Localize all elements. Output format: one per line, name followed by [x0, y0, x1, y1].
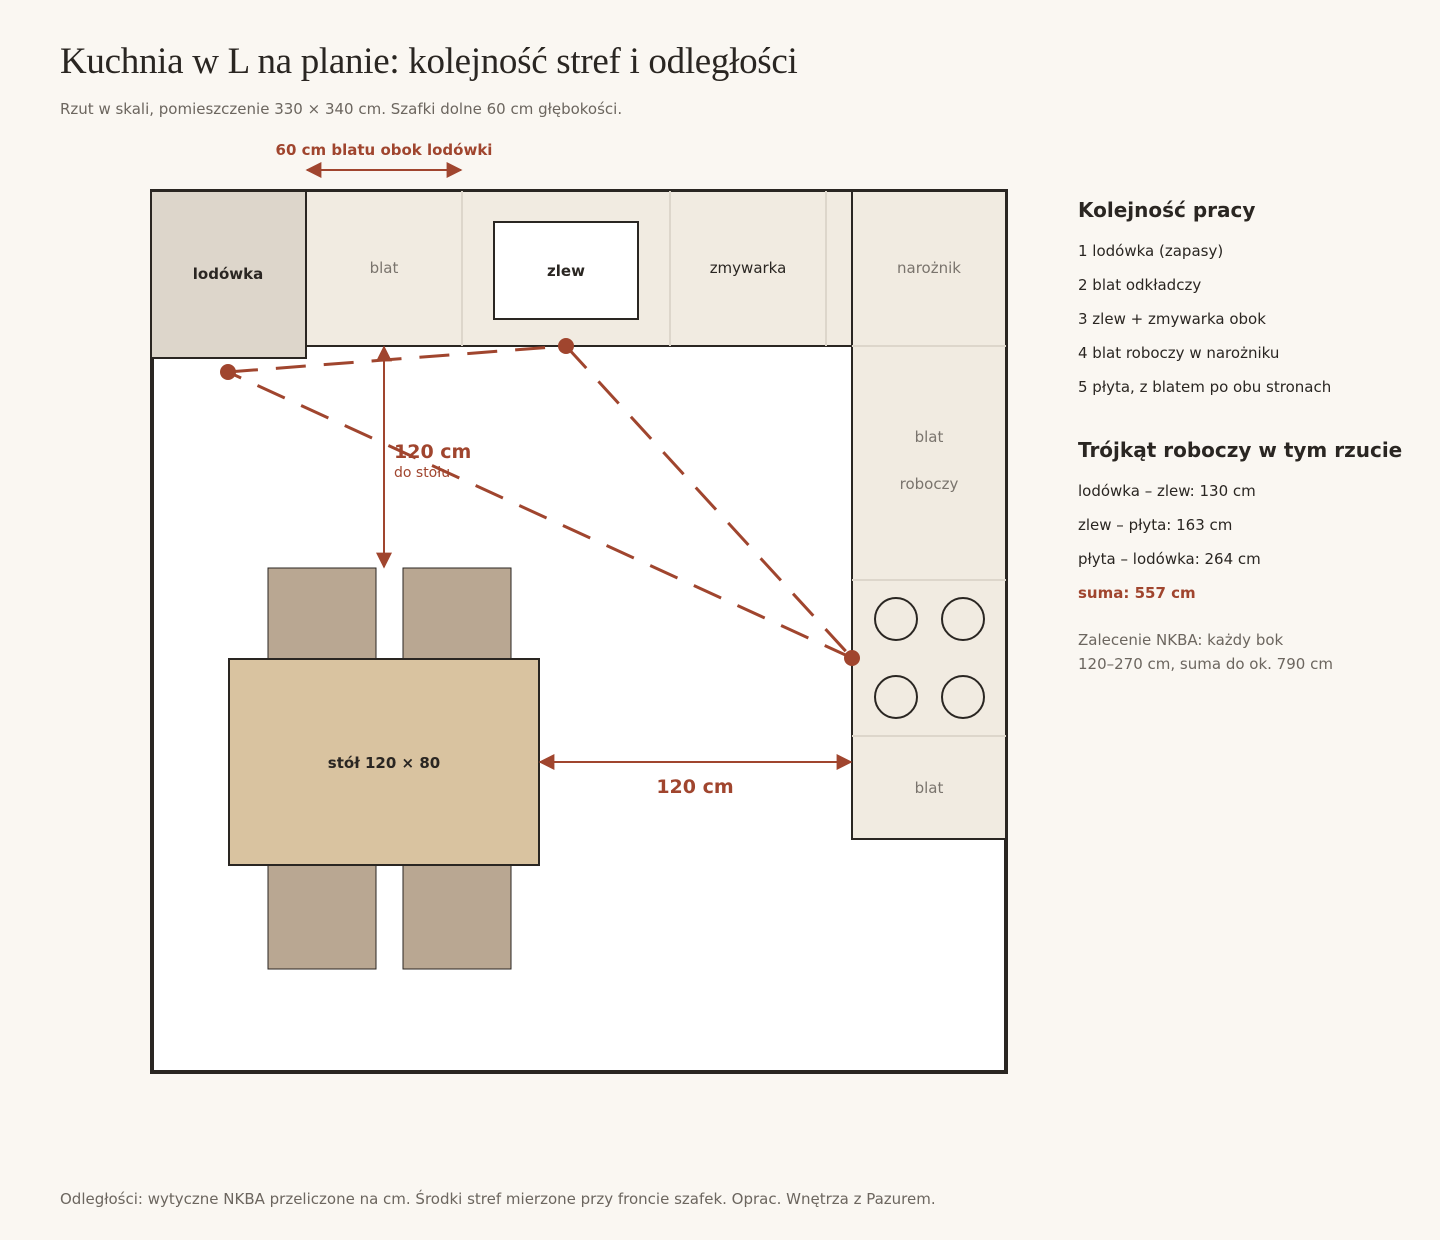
- triangle-point-sink: [558, 338, 574, 354]
- hob-burner-icon: [941, 675, 985, 719]
- list-item: 5 płyta, z blatem po obu stronach: [1078, 378, 1332, 396]
- fridge-label: lodówka: [193, 265, 263, 283]
- floor-plan: lodówka blat zlew zmywarka narożnik blat…: [150, 141, 1008, 1074]
- list-item: 2 blat odkładczy: [1078, 276, 1202, 294]
- nkba-note-line: 120–270 cm, suma do ok. 790 cm: [1078, 655, 1333, 673]
- triangle-edge-hob-fridge: [227, 370, 853, 660]
- list-item: płyta – lodówka: 264 cm: [1078, 550, 1261, 568]
- corner-label: narożnik: [897, 259, 961, 277]
- order-title: Kolejność pracy: [1078, 198, 1256, 222]
- chair: [267, 864, 377, 970]
- dimension-label-vertical: 120 cm: [394, 441, 471, 463]
- work-triangle: [227, 344, 854, 660]
- chair: [402, 567, 512, 672]
- sidebar: Kolejność pracy 1 lodówka (zapasy) 2 bla…: [1078, 198, 1418, 676]
- list-item: 4 blat roboczy w narożniku: [1078, 344, 1280, 362]
- counter-left-label: blat: [370, 259, 399, 277]
- work-counter-label-2: roboczy: [900, 475, 959, 493]
- dimension-label-counter: 60 cm blatu obok lodówki: [276, 141, 493, 159]
- hob-burner-icon: [874, 597, 918, 641]
- chair: [267, 567, 377, 672]
- triangle-edge-sink-hob: [564, 344, 854, 660]
- nkba-note-line: Zalecenie NKBA: każdy bok: [1078, 631, 1284, 649]
- work-counter-label-1: blat: [915, 428, 944, 446]
- hob-burner-icon: [874, 675, 918, 719]
- table-label: stół 120 × 80: [328, 754, 440, 772]
- fridge: [150, 190, 307, 359]
- dishwasher-label: zmywarka: [710, 259, 787, 277]
- counter-right-run: [851, 190, 1007, 840]
- nkba-note: Zalecenie NKBA: każdy bok 120–270 cm, su…: [1078, 628, 1378, 676]
- triangle-title: Trójkąt roboczy w tym rzucie: [1078, 438, 1403, 462]
- triangle-sum: suma: 557 cm: [1078, 584, 1196, 602]
- triangle-list: lodówka – zlew: 130 cm zlew – płyta: 163…: [1078, 482, 1418, 584]
- chair: [402, 864, 512, 970]
- dimension-label-horizontal: 120 cm: [656, 776, 733, 798]
- dining-table: [228, 658, 540, 866]
- page-subtitle: Rzut w skali, pomieszczenie 330 × 340 cm…: [60, 100, 623, 118]
- sink-label: zlew: [547, 262, 585, 280]
- sink: [493, 221, 639, 320]
- order-list: 1 lodówka (zapasy) 2 blat odkładczy 3 zl…: [1078, 242, 1418, 412]
- triangle-point-fridge: [220, 364, 236, 380]
- hob-burner-icon: [941, 597, 985, 641]
- page-title: Kuchnia w L na planie: kolejność stref i…: [60, 41, 798, 82]
- triangle-edge-fridge-sink: [227, 344, 567, 374]
- list-item: 3 zlew + zmywarka obok: [1078, 310, 1266, 328]
- dimension-sublabel-vertical: do stołu: [394, 465, 450, 481]
- list-item: 1 lodówka (zapasy): [1078, 242, 1224, 260]
- counter-bottom-label: blat: [915, 779, 944, 797]
- list-item: zlew – płyta: 163 cm: [1078, 516, 1233, 534]
- triangle-point-hob: [844, 650, 860, 666]
- footer-note: Odległości: wytyczne NKBA przeliczone na…: [60, 1190, 936, 1208]
- list-item: lodówka – zlew: 130 cm: [1078, 482, 1256, 500]
